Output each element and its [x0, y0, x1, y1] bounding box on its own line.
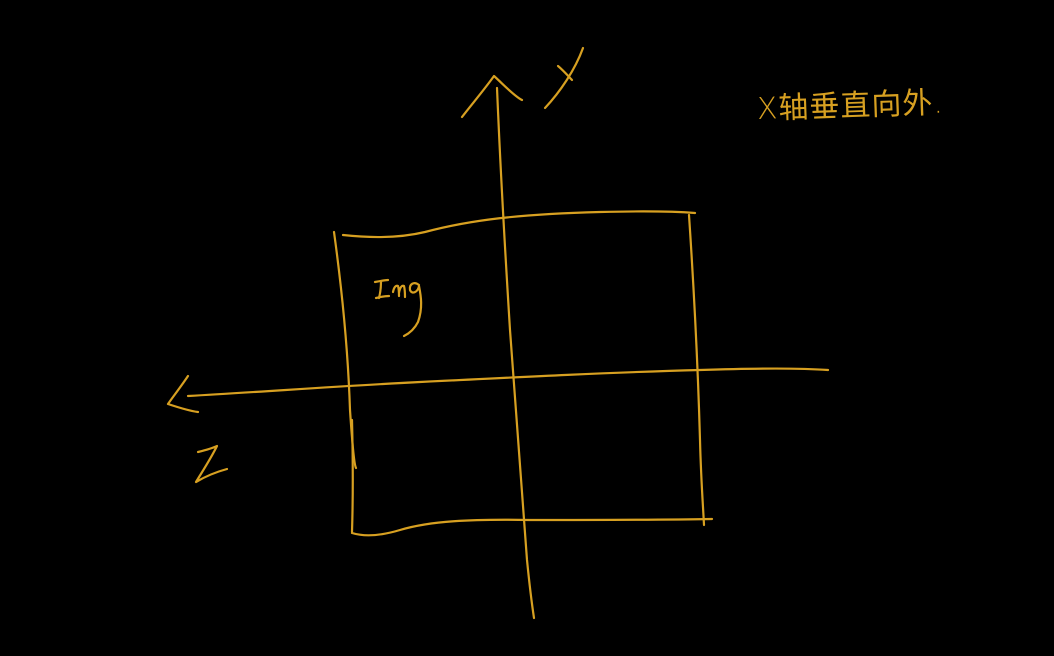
image-plane-bottom-edge — [350, 517, 714, 537]
z-axis-label-glyph — [194, 444, 229, 484]
y-axis — [460, 74, 536, 620]
image-plane-rectangle — [332, 210, 714, 537]
image-plane-right-edge — [687, 213, 706, 527]
y-axis-line — [495, 86, 536, 620]
z-axis — [166, 367, 830, 414]
y-axis-label-glyph — [543, 46, 585, 110]
image-plane-label-glyph — [373, 278, 423, 338]
y-axis-arrowhead — [460, 74, 524, 119]
annotation-text: X轴垂直向外. — [756, 85, 945, 127]
z-axis-arrowhead — [166, 374, 200, 414]
image-plane-left-edge-lower — [350, 418, 354, 534]
z-axis-line — [186, 367, 830, 398]
image-plane-top-edge — [341, 210, 697, 239]
